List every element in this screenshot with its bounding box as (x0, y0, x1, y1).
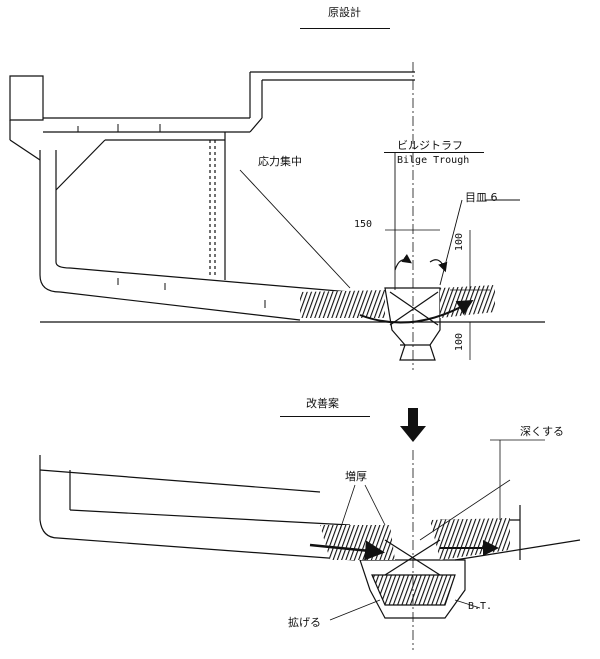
bilge-label-underline (384, 152, 484, 153)
widen-label: 拡げる (288, 616, 321, 629)
improved-title-underline (280, 416, 370, 417)
plate-label: 目皿 6 (465, 191, 498, 204)
thicken-label: 増厚 (345, 470, 367, 483)
original-design-drawing (9, 62, 545, 370)
bilge-trough-en-label: Bilge Trough (397, 155, 470, 166)
bilge-trough-jp-label: ビルジトラフ (397, 139, 463, 152)
dimension-150-label: 150 (354, 219, 373, 230)
original-design-title: 原設計 (328, 6, 361, 19)
improved-design-drawing (39, 439, 581, 650)
down-arrow-icon (400, 408, 426, 442)
dimension-100-lower-label: 100 (454, 333, 465, 352)
original-title-underline (300, 28, 390, 29)
deepen-label: 深くする (520, 425, 564, 438)
stress-concentration-label: 応力集中 (258, 155, 302, 168)
dimension-100-upper-label: 100 (454, 233, 465, 252)
bt-label: B.T. (468, 601, 493, 612)
improved-design-title: 改善案 (306, 397, 339, 410)
